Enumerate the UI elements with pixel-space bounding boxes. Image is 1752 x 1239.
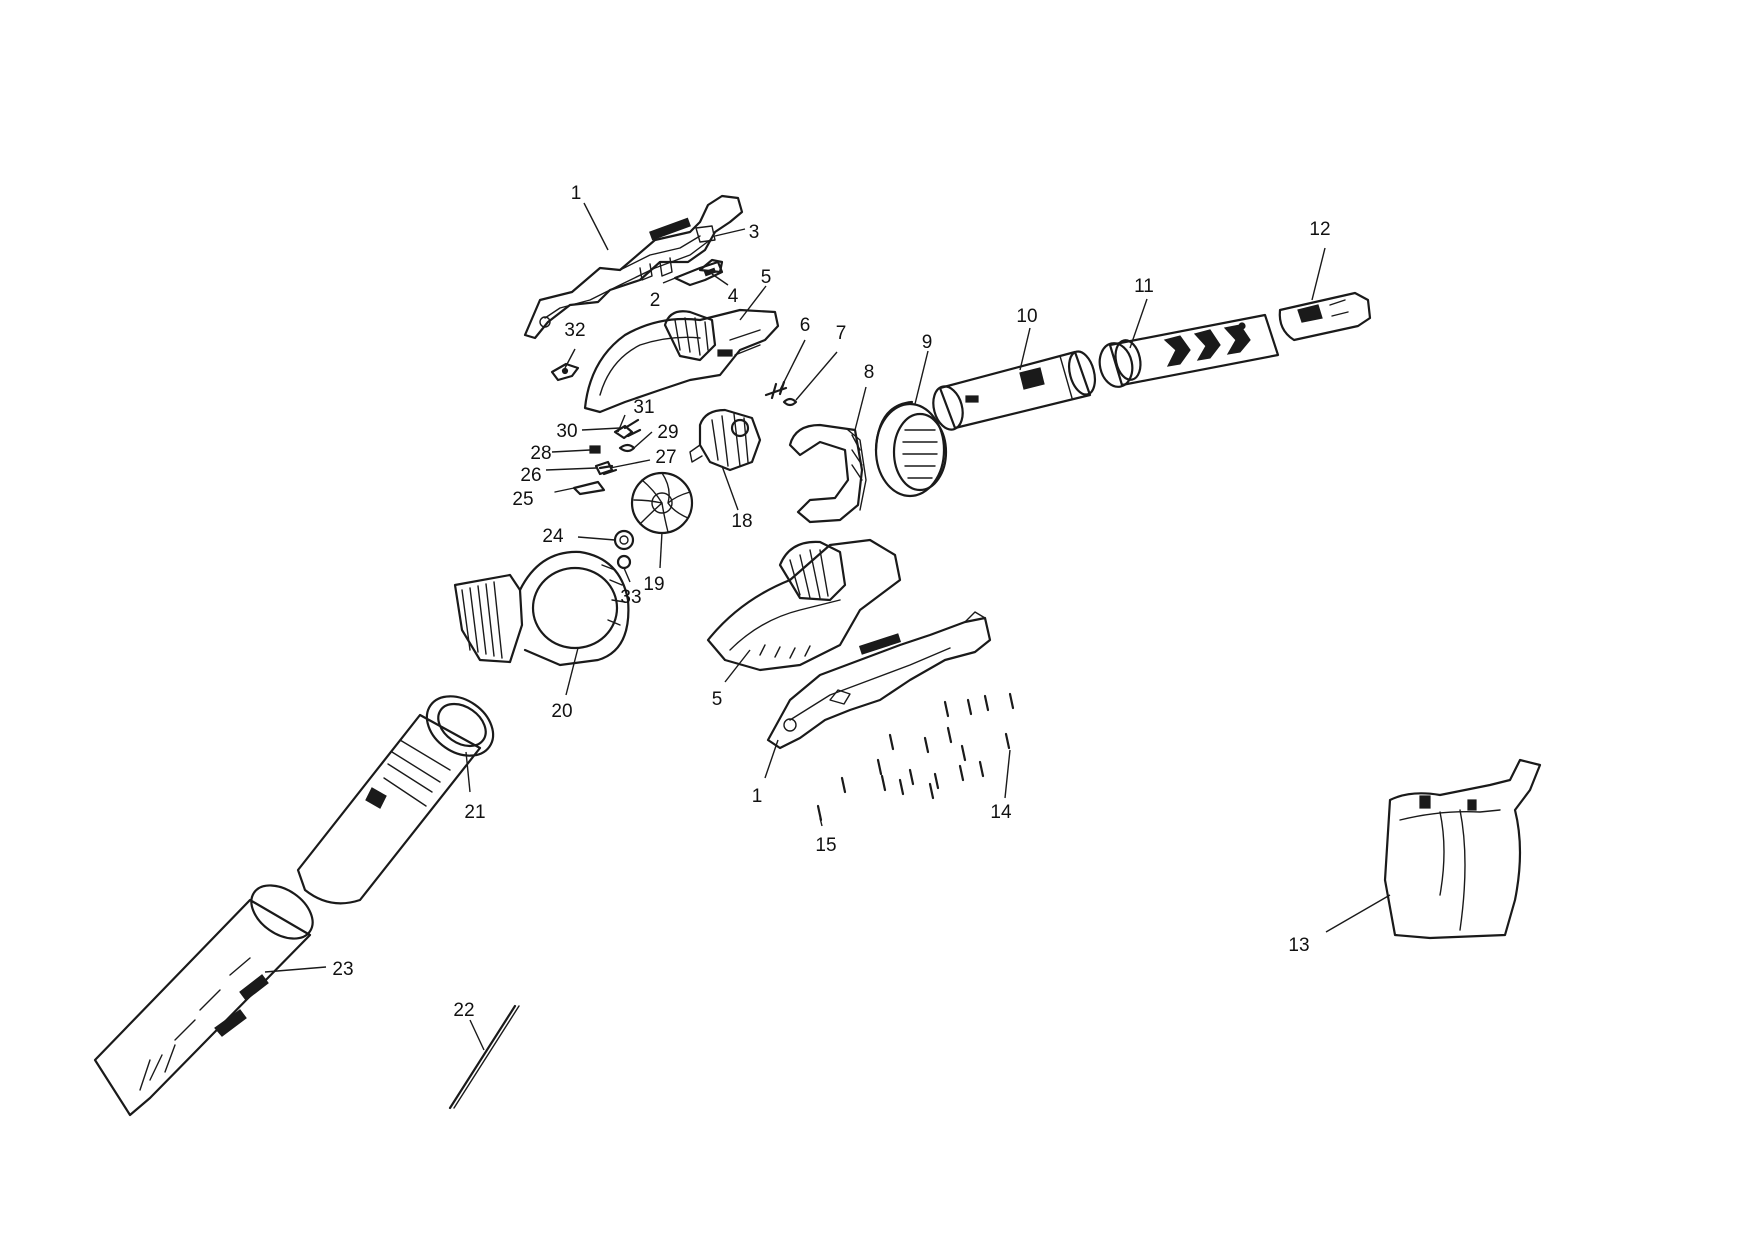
callout-31: 31 xyxy=(633,397,654,418)
callout-22: 22 xyxy=(453,1000,474,1021)
part-screws-14 xyxy=(840,692,1015,800)
callout-25: 25 xyxy=(512,489,533,510)
callout-32: 32 xyxy=(564,320,585,341)
callout-8: 8 xyxy=(864,362,875,383)
part-tube-21 xyxy=(296,695,495,905)
callout-29: 29 xyxy=(657,422,678,443)
callout-12: 12 xyxy=(1309,219,1330,240)
callout-19: 19 xyxy=(643,574,664,595)
part-motor-18 xyxy=(689,408,762,472)
callout-9: 9 xyxy=(922,332,933,353)
part-tube-10 xyxy=(932,350,1097,431)
part-upper-housing xyxy=(523,194,744,340)
part-rod-22 xyxy=(448,1004,520,1110)
callout-23: 23 xyxy=(332,959,353,980)
part-tube-11 xyxy=(1098,313,1280,388)
callout-1-lower-housing: 1 xyxy=(752,786,763,807)
callout-2: 2 xyxy=(650,290,661,311)
part-fan-housing-8 xyxy=(788,423,867,524)
part-fan-19 xyxy=(630,471,694,535)
part-nozzle-12 xyxy=(1278,291,1372,342)
part-intake-20 xyxy=(453,550,630,667)
part-spring-7 xyxy=(782,397,798,407)
leader-lines xyxy=(264,202,1391,1051)
callout-26: 26 xyxy=(520,465,541,486)
part-small-fasteners xyxy=(554,418,642,570)
part-screw-15 xyxy=(816,804,823,822)
callout-3: 3 xyxy=(749,222,760,243)
callout-labels: 1 3 2 4 5 32 6 7 8 9 10 11 12 31 30 29 2… xyxy=(332,183,1330,1021)
callout-15: 15 xyxy=(815,835,836,856)
part-nozzle-23 xyxy=(93,884,314,1117)
callout-24: 24 xyxy=(542,526,564,547)
callout-13: 13 xyxy=(1288,935,1309,956)
part-clip-32 xyxy=(550,362,580,382)
callout-5-upper-cover: 5 xyxy=(761,267,772,288)
part-collection-bag-13 xyxy=(1383,758,1542,940)
callout-33: 33 xyxy=(620,587,641,608)
part-lower-housing xyxy=(766,611,992,750)
callout-30: 30 xyxy=(556,421,577,442)
callout-7: 7 xyxy=(836,323,847,344)
callout-5-lower-cover: 5 xyxy=(712,689,723,710)
callout-11: 11 xyxy=(1134,276,1154,297)
callout-1-upper-housing: 1 xyxy=(571,183,582,204)
callout-20: 20 xyxy=(551,701,572,722)
callout-6: 6 xyxy=(800,315,811,336)
callout-18: 18 xyxy=(731,511,752,532)
callout-27: 27 xyxy=(655,447,676,468)
callout-14: 14 xyxy=(990,802,1012,823)
callout-21: 21 xyxy=(464,802,485,823)
part-intake-9 xyxy=(874,400,948,498)
callout-28: 28 xyxy=(530,443,551,464)
callout-10: 10 xyxy=(1016,306,1037,327)
callout-4: 4 xyxy=(728,286,739,307)
part-motor-cover-upper xyxy=(583,308,780,414)
part-switch-assembly xyxy=(673,225,724,287)
part-motor-cover-lower xyxy=(706,538,902,672)
